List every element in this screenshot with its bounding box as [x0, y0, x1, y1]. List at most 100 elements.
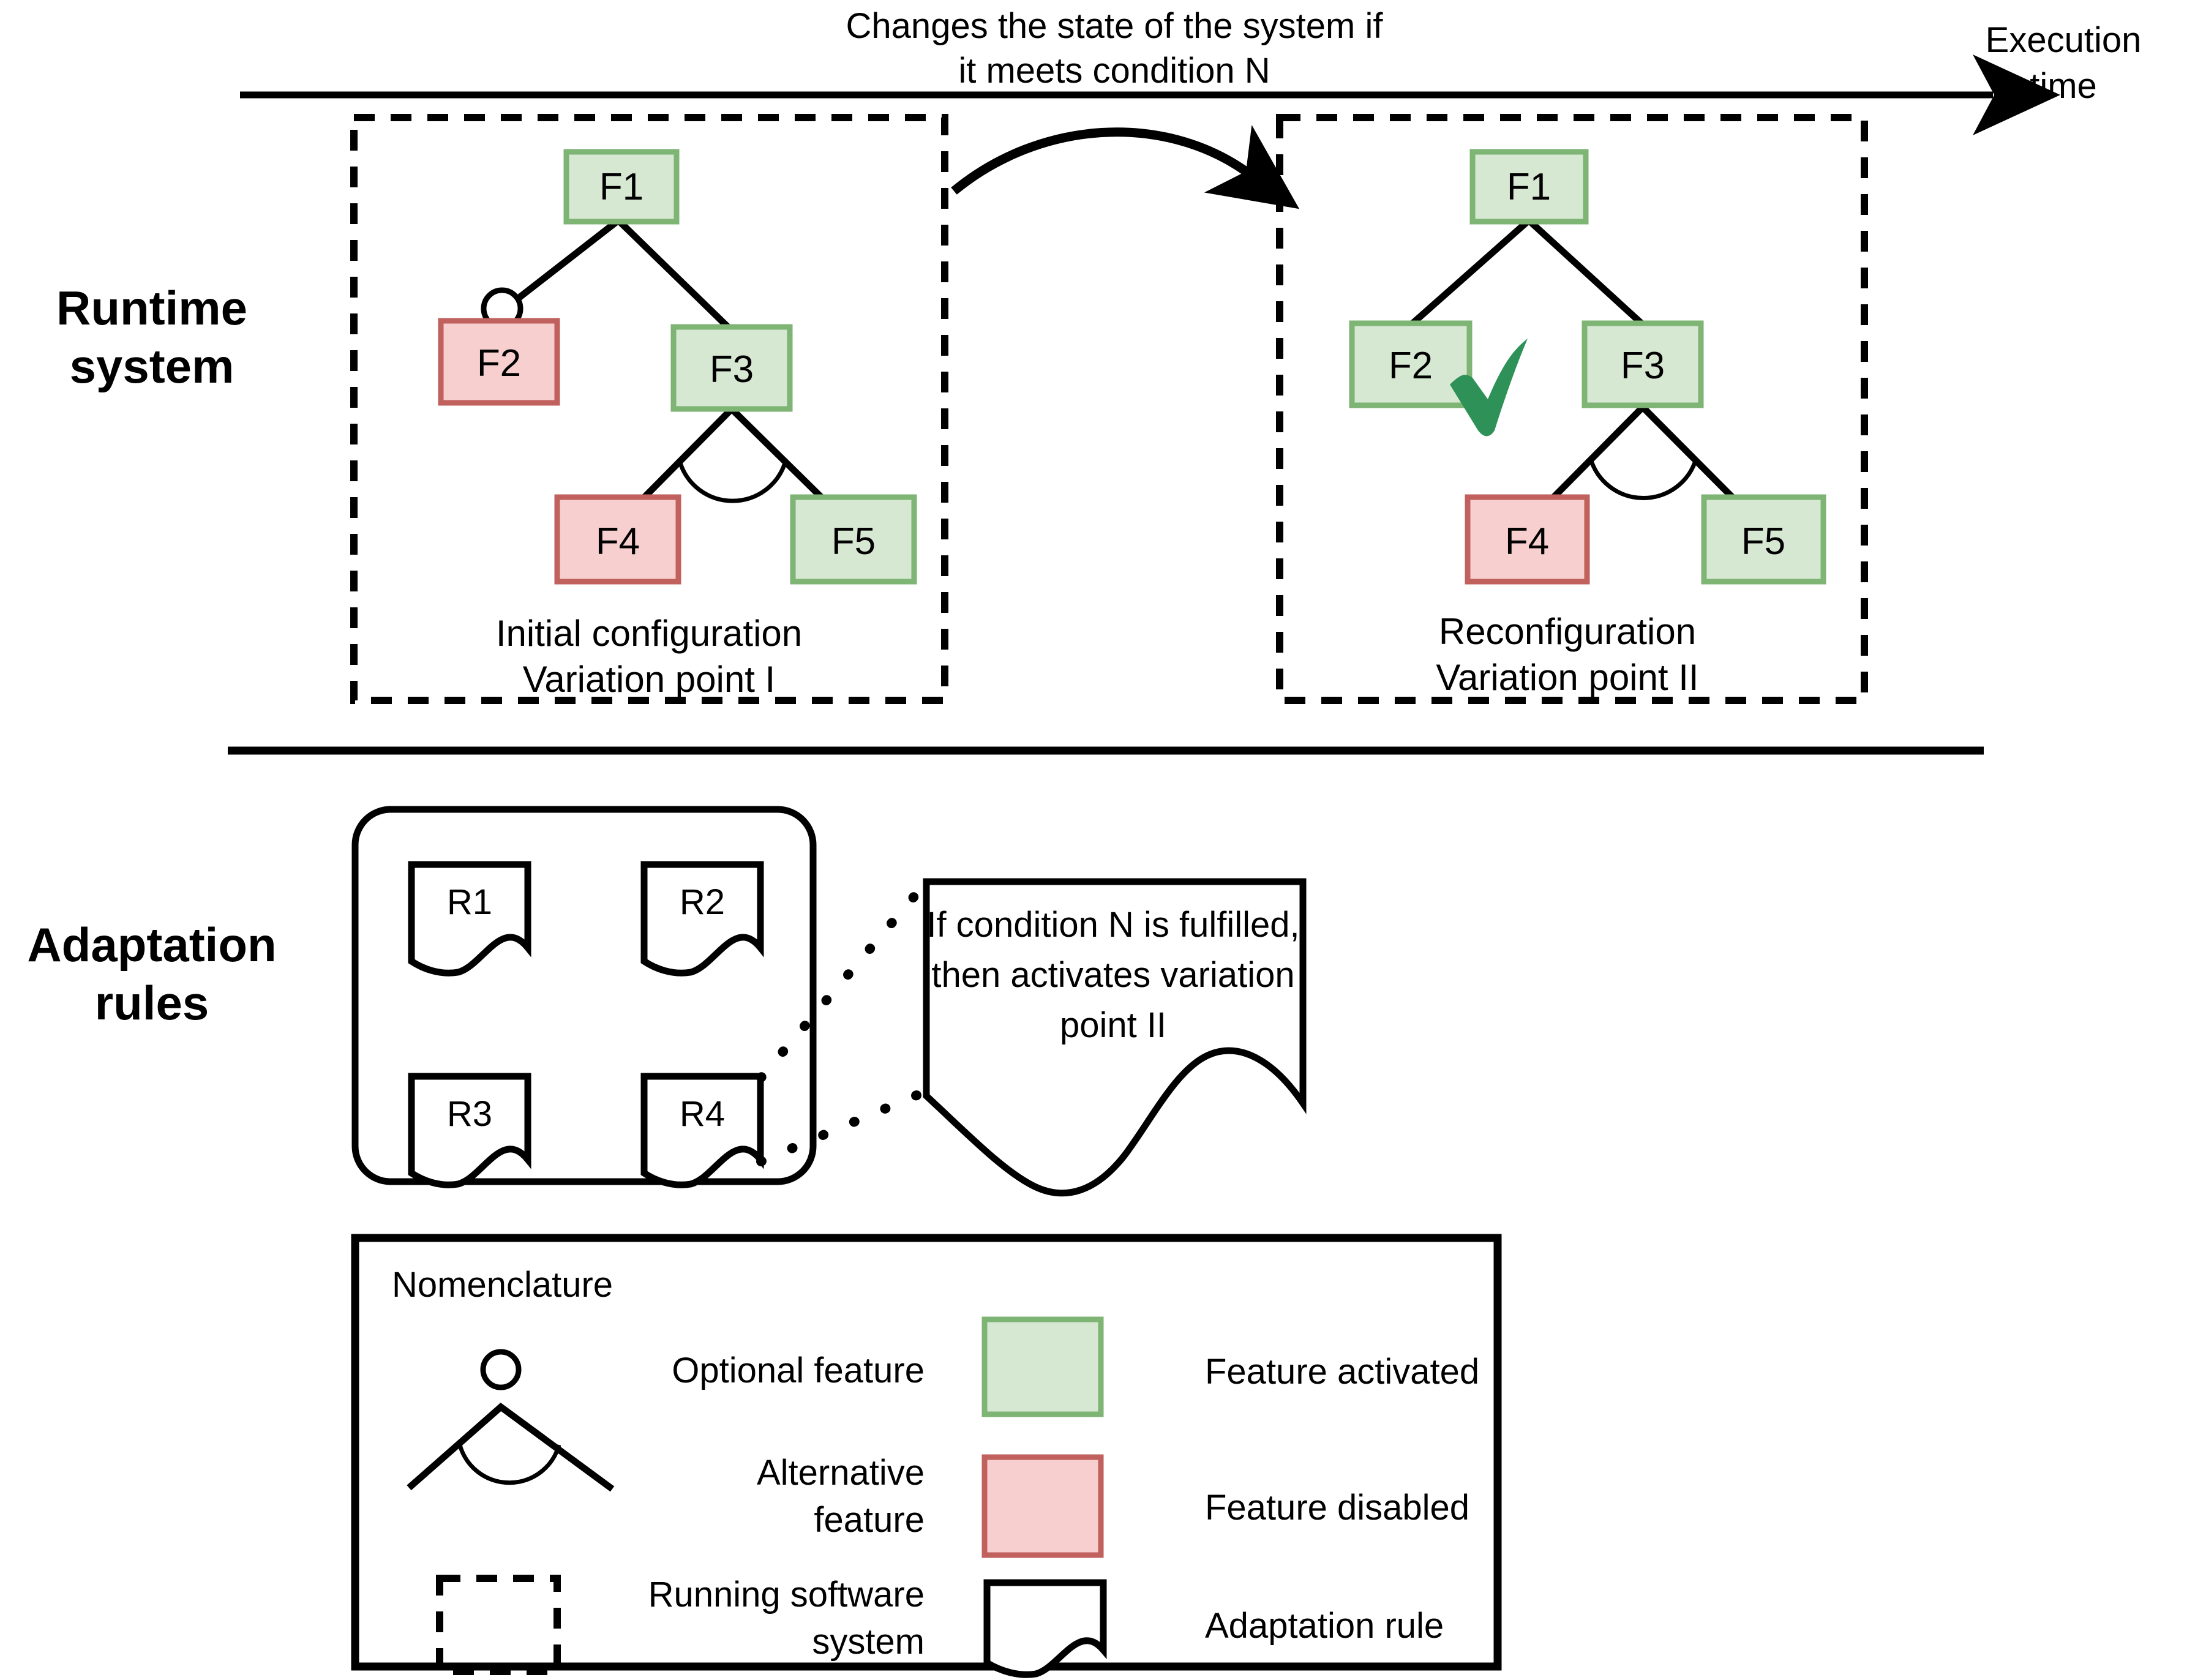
adaptation-rules-label-line1: Adaptation: [27, 918, 276, 972]
legend-item-adaptation-rule: Adaptation rule: [983, 1579, 1444, 1678]
legend-title: Nomenclature: [392, 1265, 613, 1305]
legend-item-running-software-system: Running software system: [436, 1575, 925, 1675]
feature-tree-left: F1 F2 F3 F4 F5 Initial conf: [438, 149, 917, 700]
feature-node-f4-right-box: [1465, 494, 1590, 585]
alternative-feature-arc-icon: [457, 1444, 561, 1485]
right-tree-caption-line1: Reconfiguration: [1439, 611, 1696, 652]
legend-label-adaptation-rule: Adaptation rule: [1205, 1606, 1444, 1646]
feature-disabled-swatch-icon: [981, 1454, 1104, 1558]
feature-node-f2-left-label: F2: [477, 342, 521, 384]
left-tree-caption-line1: Initial configuration: [496, 613, 802, 654]
feature-node-f4-right[interactable]: F4: [1465, 494, 1590, 585]
transition-caption-line2: it meets condition N: [958, 51, 1270, 91]
right-tree-caption-line2: Variation point II: [1436, 657, 1698, 698]
feature-node-f4-right-label: F4: [1505, 520, 1549, 563]
feature-node-f5-left-box: [790, 494, 917, 585]
execution-time-label-line1: Execution: [1986, 20, 2142, 60]
feature-node-f4-left[interactable]: F4: [554, 494, 681, 585]
feature-node-f3-left[interactable]: F3: [670, 324, 793, 412]
edge-f1-f2-left: [506, 217, 621, 309]
rule-card-r3[interactable]: R3: [408, 1073, 531, 1188]
feature-node-f2-right[interactable]: F2: [1349, 320, 1473, 408]
rule-card-r2-label: R2: [680, 882, 725, 922]
transition-caption: Changes the state of the system if it me…: [846, 6, 1384, 91]
rule-card-r3-shape: [408, 1073, 531, 1188]
left-tree-caption-line2: Variation point I: [523, 659, 775, 700]
legend-label-alternative-feature-line2: feature: [814, 1500, 925, 1540]
transition-caption-line1: Changes the state of the system if: [846, 6, 1384, 46]
dashed-running-system-border-left: [350, 114, 948, 704]
edge-f1-f3-right: [1526, 217, 1645, 328]
rule-card-r4-label: R4: [680, 1094, 725, 1134]
edge-f1-f2-right: [1409, 217, 1531, 328]
legend-label-alternative-feature-line1: Alternative: [757, 1453, 925, 1493]
feature-tree-right: F1 F2 F3 F4 F5: [1349, 149, 1826, 698]
legend-item-feature-disabled: Feature disabled: [981, 1454, 1469, 1558]
edge-f1-f3-left: [616, 218, 734, 333]
legend-label-feature-disabled: Feature disabled: [1205, 1488, 1469, 1528]
feature-node-f1-left-label: F1: [599, 166, 643, 208]
rule-card-r4[interactable]: R4: [640, 1073, 764, 1188]
runtime-system-label-line1: Runtime: [56, 281, 247, 335]
feature-node-f5-right-label: F5: [1741, 520, 1785, 563]
reconfiguration-transition-arrow: [951, 125, 1300, 209]
feature-node-f4-left-label: F4: [596, 520, 640, 563]
section-label-adaptation-rules: Adaptation rules: [27, 918, 276, 1030]
feature-node-f5-left-label: F5: [831, 520, 876, 563]
adaptation-rules-border: [351, 806, 817, 1185]
callout-text-line2: then activates variation: [931, 955, 1294, 995]
adaptation-rule-callout[interactable]: If condition N is fulfilled, then activa…: [923, 878, 1307, 1197]
legend-label-optional-feature: Optional feature: [672, 1351, 925, 1390]
execution-timeline: Execution time: [240, 20, 2142, 135]
running-system-box-left: [350, 114, 948, 704]
feature-node-f5-left[interactable]: F5: [790, 494, 917, 585]
legend-border: [351, 1234, 1502, 1671]
feature-activated-swatch-icon: [981, 1316, 1104, 1417]
feature-node-f1-right-box: [1469, 149, 1589, 225]
feature-node-f2-left[interactable]: F2: [438, 318, 560, 406]
runtime-system-label-line2: system: [70, 339, 235, 393]
running-software-system-dashed-icon: [436, 1575, 561, 1675]
feature-node-f2-right-box: [1349, 320, 1473, 408]
feature-node-f5-right-box: [1701, 494, 1826, 585]
callout-connector-upper: [756, 879, 930, 1082]
feature-node-f3-right-label: F3: [1621, 345, 1665, 387]
feature-node-f1-left-box: [563, 149, 680, 225]
feature-node-f1-right-label: F1: [1507, 166, 1551, 208]
adaptation-rules-container: R1 R2 R3 R4: [351, 806, 817, 1188]
feature-node-f3-left-label: F3: [710, 348, 754, 391]
callout-text-line1: If condition N is fulfilled,: [926, 905, 1299, 945]
adaptation-rule-callout-shape: [923, 878, 1307, 1197]
callout-connector-lower: [756, 1087, 930, 1166]
rule-card-r2-shape: [640, 861, 764, 977]
rule-card-r2[interactable]: R2: [640, 861, 764, 977]
callout-text-line3: point II: [1060, 1005, 1166, 1045]
section-label-runtime-system: Runtime system: [56, 281, 247, 393]
feature-node-f2-right-label: F2: [1389, 345, 1433, 387]
legend-label-feature-activated: Feature activated: [1205, 1352, 1479, 1392]
feature-activated-checkmark-icon: [1450, 339, 1528, 437]
feature-node-f3-left-box: [670, 324, 793, 412]
legend-item-optional-feature: Optional feature: [480, 1349, 925, 1390]
feature-node-f3-right-box: [1582, 320, 1704, 408]
optional-feature-circle-icon: [480, 1349, 522, 1390]
adaptation-rule-card-icon: [983, 1579, 1107, 1678]
feature-node-f1-left[interactable]: F1: [563, 149, 680, 225]
legend-item-alternative-feature: Alternative feature: [407, 1402, 925, 1540]
legend-label-running-software-system-line1: Running software: [648, 1575, 925, 1614]
feature-node-f3-right[interactable]: F3: [1582, 320, 1704, 408]
rule-card-r4-shape: [640, 1073, 764, 1188]
feature-node-f5-right[interactable]: F5: [1701, 494, 1826, 585]
rule-card-r1-shape: [408, 861, 531, 977]
nomenclature-legend: Nomenclature Optional feature Alternativ…: [351, 1234, 1502, 1678]
feature-node-f1-right[interactable]: F1: [1469, 149, 1589, 225]
feature-node-f4-left-box: [554, 494, 681, 585]
feature-node-f2-left-box: [438, 318, 560, 406]
rule-card-r1[interactable]: R1: [408, 861, 531, 977]
execution-time-label-line2: time: [2030, 66, 2097, 106]
adaptation-rules-label-line2: rules: [95, 976, 209, 1030]
alternative-feature-branch-icon: [407, 1402, 615, 1492]
rule-card-r1-label: R1: [447, 882, 492, 922]
legend-item-feature-activated: Feature activated: [981, 1316, 1479, 1417]
